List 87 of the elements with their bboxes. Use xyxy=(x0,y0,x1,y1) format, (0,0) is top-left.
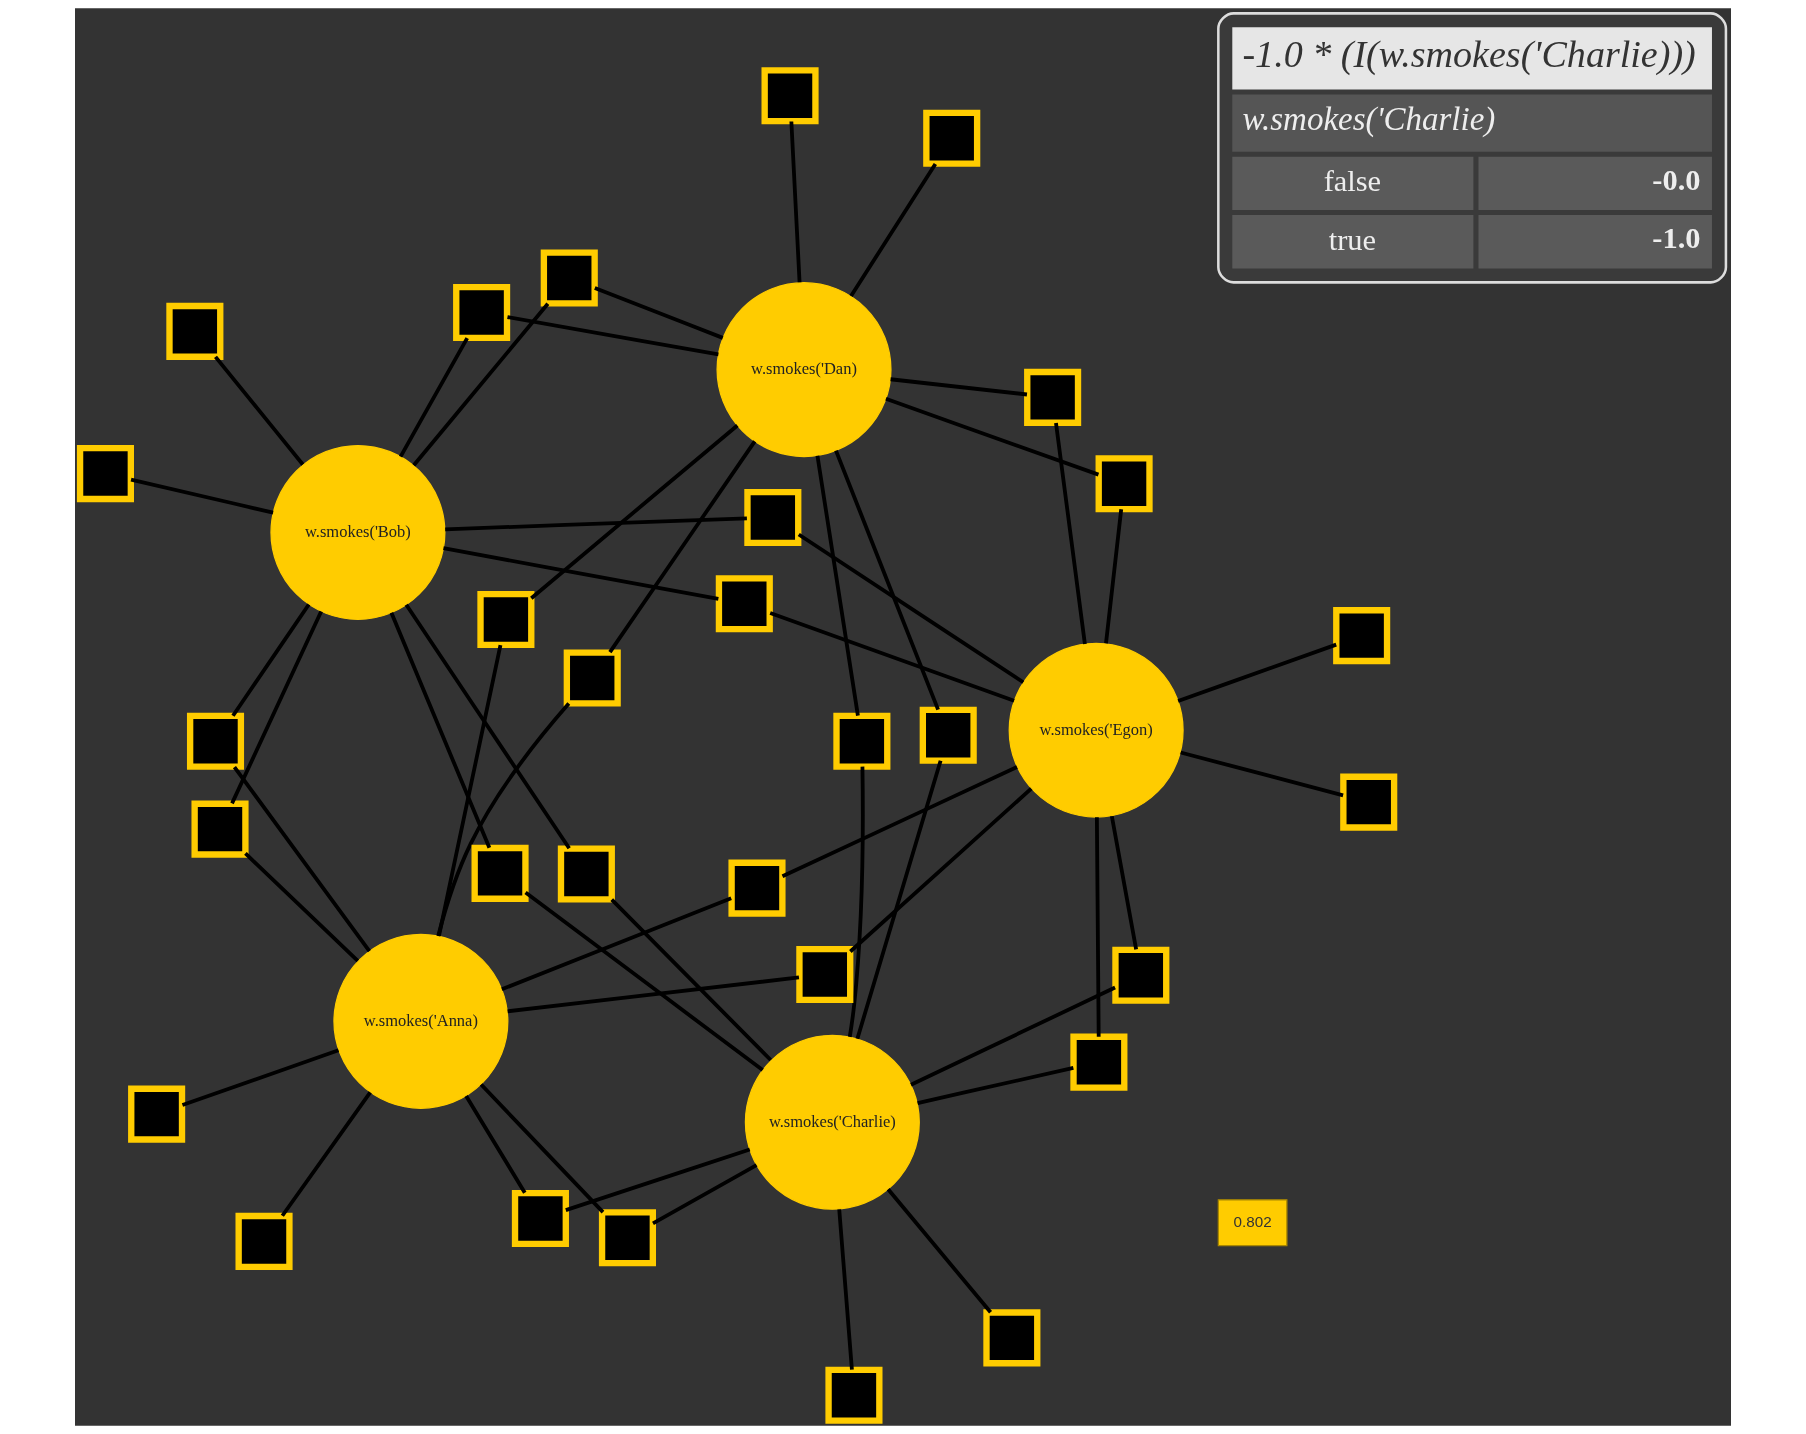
connector xyxy=(398,337,469,458)
node-box xyxy=(744,488,802,546)
node-box xyxy=(1112,946,1170,1004)
connector xyxy=(464,1095,527,1194)
node-box xyxy=(983,1309,1041,1367)
node-box xyxy=(761,67,819,125)
node-box xyxy=(1070,1033,1128,1091)
node-box: -1.0 * (I(w.smokes('Charlie))) w.smokes('Charlie) false -0.0 true -1.0 xyxy=(1217,12,1728,284)
connector xyxy=(837,1209,854,1370)
node-box xyxy=(715,575,773,633)
connector xyxy=(652,1163,758,1226)
node-box xyxy=(235,1212,293,1270)
connector xyxy=(917,1066,1074,1105)
connector xyxy=(781,765,1018,878)
connector xyxy=(608,440,757,654)
node-circle: w.smokes('Charlie) xyxy=(744,1034,920,1210)
node-box xyxy=(540,249,598,307)
connector xyxy=(1094,817,1101,1037)
connector xyxy=(565,1147,751,1212)
connector xyxy=(849,162,937,297)
node-circle: w.smokes('Bob) xyxy=(270,444,446,620)
node-box xyxy=(728,859,786,917)
node-box xyxy=(796,945,854,1003)
node-box xyxy=(453,283,511,342)
connector xyxy=(886,1188,993,1314)
connector xyxy=(130,477,274,515)
connector xyxy=(855,760,943,1040)
node-box xyxy=(477,590,535,649)
connector xyxy=(230,610,323,805)
connector xyxy=(849,787,1033,953)
node-box xyxy=(1024,368,1082,426)
connector xyxy=(834,449,940,711)
connector xyxy=(443,546,719,601)
node-circle: w.smokes('Anna) xyxy=(333,933,509,1109)
connector xyxy=(594,286,724,340)
connector xyxy=(890,377,1028,397)
node-box: 0.802 xyxy=(1217,1199,1288,1247)
node-box xyxy=(825,1366,883,1424)
node-box xyxy=(1340,773,1398,831)
node-box xyxy=(128,1085,186,1143)
connector xyxy=(1104,508,1124,644)
node-box xyxy=(471,844,529,902)
connector xyxy=(1177,642,1337,703)
connector xyxy=(445,516,747,532)
connector xyxy=(847,766,865,1038)
connector xyxy=(507,315,719,357)
connector xyxy=(524,891,764,1072)
node-box xyxy=(833,712,891,770)
node-box xyxy=(557,845,615,903)
connector xyxy=(181,1048,340,1107)
connector xyxy=(530,424,739,600)
connector xyxy=(910,985,1116,1087)
node-box xyxy=(1333,607,1391,665)
node-box xyxy=(186,712,245,770)
connector xyxy=(1180,750,1344,798)
node-box xyxy=(563,649,621,707)
connector xyxy=(412,302,550,467)
connector xyxy=(231,603,311,717)
node-box xyxy=(598,1209,656,1267)
connector xyxy=(389,612,492,849)
connector xyxy=(479,1083,605,1214)
node-box xyxy=(191,800,249,858)
connector xyxy=(244,852,360,963)
connector xyxy=(404,603,571,850)
connector xyxy=(797,532,1025,684)
connector xyxy=(437,644,503,937)
connector xyxy=(769,611,1015,703)
connector xyxy=(885,397,1100,477)
node-box xyxy=(923,109,981,167)
connector xyxy=(214,355,305,466)
connector xyxy=(1054,422,1087,645)
node-box xyxy=(511,1189,569,1247)
node-box xyxy=(76,445,134,503)
connector xyxy=(789,121,802,283)
connector xyxy=(1109,815,1139,950)
node-circle: w.smokes('Egon) xyxy=(1008,642,1184,818)
connector xyxy=(507,975,800,1014)
connector xyxy=(501,896,732,992)
connector xyxy=(232,766,371,953)
connector xyxy=(815,455,860,716)
node-box xyxy=(166,302,224,360)
node-circle: w.smokes('Dan) xyxy=(716,282,892,458)
node-box xyxy=(1095,455,1153,513)
connector xyxy=(436,702,571,937)
connector xyxy=(610,898,773,1062)
connector xyxy=(280,1091,372,1217)
node-box xyxy=(919,706,977,764)
